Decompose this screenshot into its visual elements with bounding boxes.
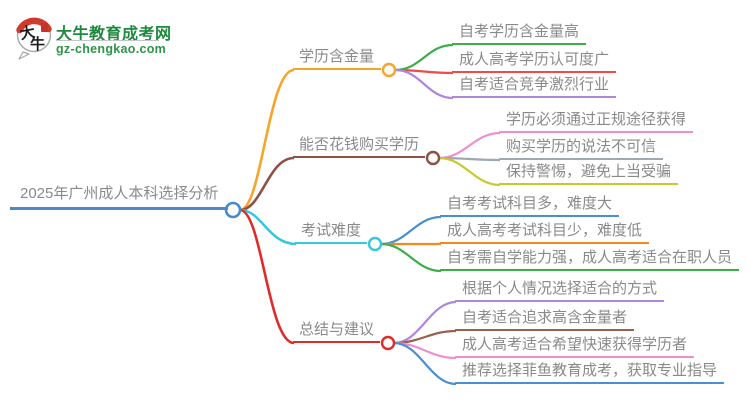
logo-url: gz-chengkao.com (56, 42, 167, 56)
leaf-node[interactable]: 自考适合追求高含金量者 (455, 308, 635, 331)
root-collapse-handle[interactable] (224, 201, 242, 219)
logo-title: 大牛教育成考网 (56, 26, 172, 43)
branch-curve (239, 68, 295, 212)
leaf-node[interactable]: 自考需自学能力强，成人高考适合在职人员 (440, 248, 740, 271)
branch-curve (239, 156, 295, 212)
leaf-node[interactable]: 根据个人情况选择适合的方式 (455, 279, 665, 302)
leaf-curve (394, 43, 454, 72)
logo-divider (56, 40, 159, 41)
leaf-node[interactable]: 自考考试科目多，难度大 (440, 194, 620, 217)
branch-collapse-handle[interactable] (425, 150, 441, 166)
logo-icon-char-2: 牛 (30, 35, 45, 53)
leaf-node[interactable]: 购买学历的说法不可信 (499, 137, 664, 160)
leaf-node[interactable]: 自考学历含金量高 (452, 22, 587, 45)
leaf-curve (438, 156, 501, 187)
branch-node-huaqian[interactable]: 能否花钱购买学历 (293, 135, 425, 158)
leaf-curve (380, 242, 442, 273)
logo-icon-char-1: 大 (19, 23, 37, 43)
branch-node-zongjie[interactable]: 总结与建议 (293, 320, 380, 343)
leaf-node[interactable]: 推荐选择菲鱼教育成考，获取专业指导 (455, 361, 725, 384)
leaf-node[interactable]: 保持警惕，避免上当受骗 (499, 162, 679, 185)
logo: 大 牛 大牛教育成考网 gz-chengkao.com (12, 10, 182, 62)
branch-collapse-handle[interactable] (381, 62, 397, 78)
leaf-curve (438, 131, 501, 160)
leaf-node[interactable]: 成人高考考试科目少，难度低 (440, 221, 650, 244)
leaf-node[interactable]: 学历必须通过正规途径获得 (499, 110, 694, 133)
logo-bull-icon: 大 牛 (16, 17, 52, 60)
leaf-node[interactable]: 成人高考适合希望快速获得学历者 (455, 335, 695, 358)
leaf-curve (394, 68, 454, 100)
branch-curve (239, 208, 297, 246)
branch-node-hanjinliang[interactable]: 学历含金量 (293, 47, 381, 70)
branch-collapse-handle[interactable] (380, 335, 396, 351)
root-node[interactable]: 2025年广州成人本科选择分析 (10, 183, 228, 210)
leaf-node[interactable]: 自考适合竞争激烈行业 (452, 75, 617, 98)
leaf-curve (393, 341, 457, 386)
branch-node-nandu[interactable]: 考试难度 (295, 221, 367, 244)
branch-curve (239, 208, 295, 345)
branch-collapse-handle[interactable] (367, 236, 383, 252)
leaf-curve (380, 215, 442, 246)
leaf-node[interactable]: 成人高考学历认可度广 (452, 50, 617, 73)
